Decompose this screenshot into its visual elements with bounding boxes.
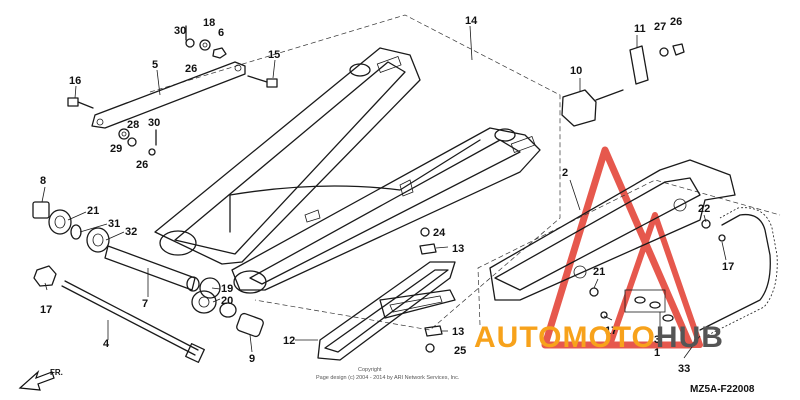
part-pivot-collar: [104, 245, 200, 292]
callout-32: 32: [125, 226, 137, 238]
callout-7: 7: [142, 298, 148, 310]
watermark-hub: HUB: [656, 321, 724, 354]
callout-22: 19: [221, 283, 233, 295]
callout-19: 21: [593, 266, 605, 278]
callout-26-right: 26: [670, 16, 682, 28]
callout-31: 31: [108, 218, 120, 230]
callout-26-top: 26: [185, 63, 197, 75]
callout-8: 8: [40, 175, 46, 187]
front-direction-indicator: FR.: [18, 368, 63, 391]
callout-1: 1: [654, 347, 660, 359]
part-master-link: [589, 219, 726, 322]
part-swingarm: [154, 47, 541, 294]
watermark-auto: AUTO: [474, 321, 562, 354]
callout-10: 10: [570, 65, 582, 77]
callout-12: 12: [283, 335, 295, 347]
callout-24: 21: [87, 205, 99, 217]
direction-label: FR.: [50, 368, 63, 377]
part-chain-slider: [317, 261, 456, 361]
part-bolt-15: [247, 75, 278, 88]
copyright-line: Page design (c) 2004 - 2014 by ARI Netwo…: [316, 375, 460, 381]
callout-26-mid: 26: [136, 159, 148, 171]
callout-3: 3: [654, 334, 660, 346]
callout-13-bottom: 13: [452, 326, 464, 338]
callout-17-right: 17: [722, 261, 734, 273]
diagram-code: MZ5A-F22008: [690, 384, 755, 395]
callout-13-top: 13: [452, 243, 464, 255]
callout-11: 11: [634, 23, 646, 35]
callout-16: 16: [69, 75, 81, 87]
callout-9: 9: [249, 353, 255, 365]
part-tension-link: [91, 61, 246, 129]
part-hardware-top: [185, 25, 227, 59]
callout-30-mid: 30: [148, 117, 160, 129]
callout-15: 15: [268, 49, 280, 61]
watermark-logo: [541, 146, 703, 349]
callout-20: 22: [698, 203, 710, 215]
callout-29: 29: [110, 143, 122, 155]
part-right-bearings: [191, 277, 264, 338]
callout-21: 18: [203, 17, 215, 29]
part-chain-adjuster: [561, 43, 685, 127]
part-slider-hardware: [419, 227, 443, 353]
callout-4: 4: [103, 338, 110, 350]
part-drive-chain: [699, 207, 778, 338]
callout-23: 20: [221, 295, 233, 307]
callout-25-bottom: 25: [454, 345, 466, 357]
callout-labels: 18 6 30 26 5 16 15 14 28 30 29 26 8 21 3…: [40, 15, 734, 375]
callout-18: 17: [40, 304, 52, 316]
callout-14: 14: [465, 15, 478, 27]
swingarm-group-outline: [149, 14, 561, 331]
svg-text:AUTOMOTOHUB: AUTOMOTOHUB: [474, 321, 724, 354]
part-hardware-mid: [118, 128, 157, 156]
callout-33: 33: [678, 363, 690, 375]
watermark-triangle-small: [607, 212, 703, 348]
direction-arrow-icon: [18, 370, 55, 391]
callout-2: 2: [562, 167, 568, 179]
part-chain-case: [489, 159, 736, 301]
callout-6: 6: [218, 27, 224, 39]
watermark-brand-text: AUTOMOTOHUB: [474, 321, 724, 354]
part-bolt-16: [67, 97, 94, 109]
leader-lines: [41, 25, 727, 359]
callout-28: 28: [127, 119, 139, 131]
copyright-title: Copyright: [358, 367, 382, 373]
callout-5: 5: [152, 59, 158, 71]
watermark-moto: MOTO: [562, 321, 655, 354]
callout-27: 27: [654, 21, 666, 33]
callout-30-top: 30: [174, 25, 186, 37]
part-pivot-bolt: [33, 265, 205, 363]
callout-17-mid: 17: [605, 325, 617, 337]
callout-25-top: 24: [433, 227, 446, 239]
